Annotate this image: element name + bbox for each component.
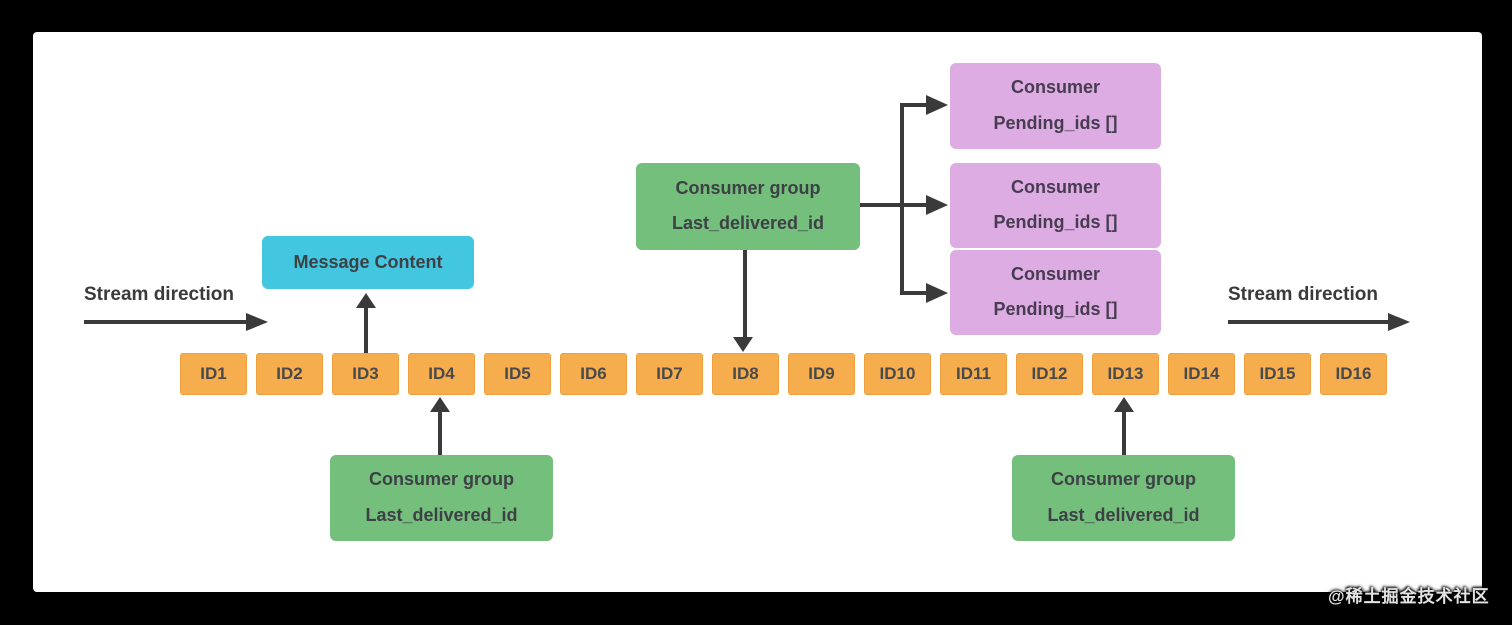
consumer-box-2: Consumer Pending_ids [] bbox=[950, 163, 1161, 248]
stream-entry-id14: ID14 bbox=[1168, 353, 1235, 395]
message-content-label: Message Content bbox=[293, 251, 443, 272]
stream-entry-id13: ID13 bbox=[1092, 353, 1159, 395]
consumer-box-3: Consumer Pending_ids [] bbox=[950, 250, 1161, 335]
consumer-2-field: Pending_ids [] bbox=[993, 212, 1118, 233]
stream-entry-id1: ID1 bbox=[180, 353, 247, 395]
consumer-group-left-field: Last_delivered_id bbox=[365, 504, 518, 525]
consumer-group-left-arrow-line bbox=[438, 411, 442, 455]
consumer-branch-top-arrowhead-icon bbox=[926, 95, 948, 115]
stream-direction-right-label: Stream direction bbox=[1228, 284, 1378, 305]
consumer-group-right-box: Consumer group Last_delivered_id bbox=[1012, 455, 1235, 541]
consumer-1-title: Consumer bbox=[1010, 77, 1100, 98]
stream-direction-left-arrowhead-icon bbox=[246, 313, 268, 331]
consumer-group-top-arrow-line bbox=[743, 250, 747, 338]
consumer-group-top-title: Consumer group bbox=[675, 177, 821, 198]
stream-entry-id15: ID15 bbox=[1244, 353, 1311, 395]
consumer-3-title: Consumer bbox=[1010, 264, 1100, 285]
consumer-3-field: Pending_ids [] bbox=[993, 299, 1118, 320]
consumer-group-left-arrowhead-icon bbox=[430, 397, 450, 412]
consumer-group-right-arrow-line bbox=[1122, 411, 1126, 455]
consumer-1-field: Pending_ids [] bbox=[993, 112, 1118, 133]
stream-entries-row: ID1 ID2 ID3 ID4 ID5 ID6 ID7 ID8 ID9 ID10… bbox=[180, 353, 1387, 395]
consumer-group-top-field: Last_delivered_id bbox=[671, 213, 825, 234]
diagram-canvas bbox=[33, 32, 1482, 592]
consumer-branch-bottom-line bbox=[902, 291, 928, 295]
consumer-group-top-arrowhead-icon bbox=[733, 337, 753, 352]
stream-entry-id16: ID16 bbox=[1320, 353, 1387, 395]
consumer-2-title: Consumer bbox=[1010, 177, 1100, 198]
stream-entry-id6: ID6 bbox=[560, 353, 627, 395]
consumer-group-connector-line bbox=[860, 203, 904, 207]
consumer-group-left-title: Consumer group bbox=[368, 469, 514, 490]
consumer-branch-middle-line bbox=[904, 203, 928, 207]
consumer-branch-middle-arrowhead-icon bbox=[926, 195, 948, 215]
stream-entry-id5: ID5 bbox=[484, 353, 551, 395]
stream-direction-left-arrow-line bbox=[84, 320, 248, 324]
message-content-arrowhead-icon bbox=[356, 293, 376, 308]
stream-entry-id3: ID3 bbox=[332, 353, 399, 395]
message-content-arrow-line bbox=[364, 307, 368, 353]
stream-entry-id9: ID9 bbox=[788, 353, 855, 395]
stream-entry-id7: ID7 bbox=[636, 353, 703, 395]
stream-direction-right-arrow-line bbox=[1228, 320, 1390, 324]
stream-entry-id10: ID10 bbox=[864, 353, 931, 395]
consumer-group-right-title: Consumer group bbox=[1050, 469, 1196, 490]
stream-entry-id8: ID8 bbox=[712, 353, 779, 395]
consumer-group-top-box: Consumer group Last_delivered_id bbox=[636, 163, 860, 250]
watermark: @稀土掘金技术社区 bbox=[1328, 587, 1490, 606]
stream-direction-left-label: Stream direction bbox=[84, 284, 234, 305]
stream-entry-id12: ID12 bbox=[1016, 353, 1083, 395]
message-content-box: Message Content bbox=[262, 236, 474, 289]
consumer-branch-trunk-line bbox=[900, 103, 904, 295]
consumer-box-1: Consumer Pending_ids [] bbox=[950, 63, 1161, 149]
consumer-branch-bottom-arrowhead-icon bbox=[926, 283, 948, 303]
stream-direction-right-arrowhead-icon bbox=[1388, 313, 1410, 331]
stream-entry-id4: ID4 bbox=[408, 353, 475, 395]
consumer-group-right-field: Last_delivered_id bbox=[1047, 504, 1200, 525]
consumer-branch-top-line bbox=[902, 103, 928, 107]
stream-entry-id2: ID2 bbox=[256, 353, 323, 395]
stream-entry-id11: ID11 bbox=[940, 353, 1007, 395]
consumer-group-right-arrowhead-icon bbox=[1114, 397, 1134, 412]
consumer-group-left-box: Consumer group Last_delivered_id bbox=[330, 455, 553, 541]
